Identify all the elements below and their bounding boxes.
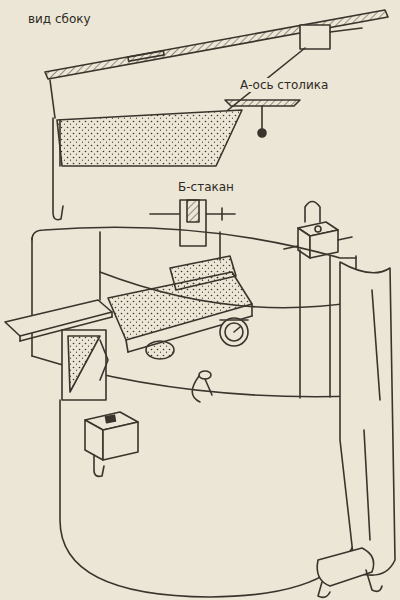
small-block-stroke bbox=[94, 455, 104, 476]
bowl bbox=[60, 400, 360, 597]
small-block-stroke bbox=[103, 422, 138, 460]
small-block-stroke bbox=[85, 420, 103, 460]
wire-frame-stroke bbox=[32, 227, 356, 258]
cup-detail-stroke bbox=[180, 200, 206, 246]
cloth bbox=[340, 262, 395, 575]
side-view-stroke bbox=[57, 110, 242, 166]
hook-block bbox=[284, 202, 352, 259]
axle-detail-stroke bbox=[261, 106, 263, 129]
side-view-stroke bbox=[45, 10, 388, 79]
bowl-stroke bbox=[60, 400, 360, 597]
gauge-stroke bbox=[225, 323, 243, 341]
side-view-stroke bbox=[128, 51, 164, 61]
hook-block-stroke bbox=[315, 226, 321, 232]
pin-stroke bbox=[205, 379, 212, 395]
view-label: А-ось столика bbox=[238, 78, 330, 92]
pin-stroke bbox=[192, 376, 200, 402]
pattern-stroke bbox=[5, 10, 395, 597]
pin-stroke bbox=[199, 371, 211, 379]
table-plate bbox=[5, 300, 112, 400]
table-plate-stroke bbox=[68, 336, 100, 392]
side-view-stroke bbox=[300, 25, 330, 49]
cup-detail bbox=[150, 200, 235, 246]
roller-stroke bbox=[317, 548, 373, 586]
side-view bbox=[45, 10, 388, 220]
cup-detail-stroke bbox=[221, 208, 223, 220]
view-label: Б-стакан bbox=[176, 180, 236, 194]
view-label: вид сбоку bbox=[26, 12, 93, 26]
stippled-beam-stroke bbox=[251, 304, 253, 316]
cup-detail-stroke bbox=[187, 200, 199, 222]
wire-frame-stroke bbox=[329, 256, 331, 397]
wire-frame-stroke bbox=[299, 250, 301, 398]
cloth-stroke bbox=[340, 262, 395, 575]
small-block bbox=[85, 412, 138, 476]
stippled-beam-stroke bbox=[126, 340, 128, 352]
gauge-stroke bbox=[220, 319, 248, 321]
roller-stroke bbox=[366, 570, 382, 591]
axle-detail-stroke bbox=[225, 100, 300, 106]
side-view-stroke bbox=[59, 120, 61, 166]
small-block-stroke bbox=[106, 415, 116, 422]
side-view-stroke bbox=[50, 80, 55, 118]
gauge-stroke bbox=[220, 318, 248, 346]
pin bbox=[192, 371, 212, 402]
hook-block-stroke bbox=[305, 202, 320, 223]
cloth-stroke bbox=[364, 290, 380, 540]
hook-block-stroke bbox=[338, 237, 352, 240]
side-view-stroke bbox=[330, 28, 362, 32]
stippled-beam-stroke bbox=[170, 256, 236, 290]
roller-stroke bbox=[318, 582, 330, 597]
gauge-stroke bbox=[234, 327, 240, 332]
table-plate-stroke bbox=[100, 340, 108, 380]
roller bbox=[317, 548, 382, 597]
stippled-beam bbox=[108, 256, 252, 359]
gauge bbox=[220, 318, 248, 346]
wire-frame-stroke bbox=[99, 232, 101, 300]
wire-frame-stroke bbox=[219, 232, 221, 260]
side-view-stroke bbox=[53, 118, 63, 220]
axle-detail-stroke bbox=[258, 129, 266, 137]
axle-detail bbox=[225, 100, 300, 137]
stippled-beam-stroke bbox=[146, 341, 174, 359]
